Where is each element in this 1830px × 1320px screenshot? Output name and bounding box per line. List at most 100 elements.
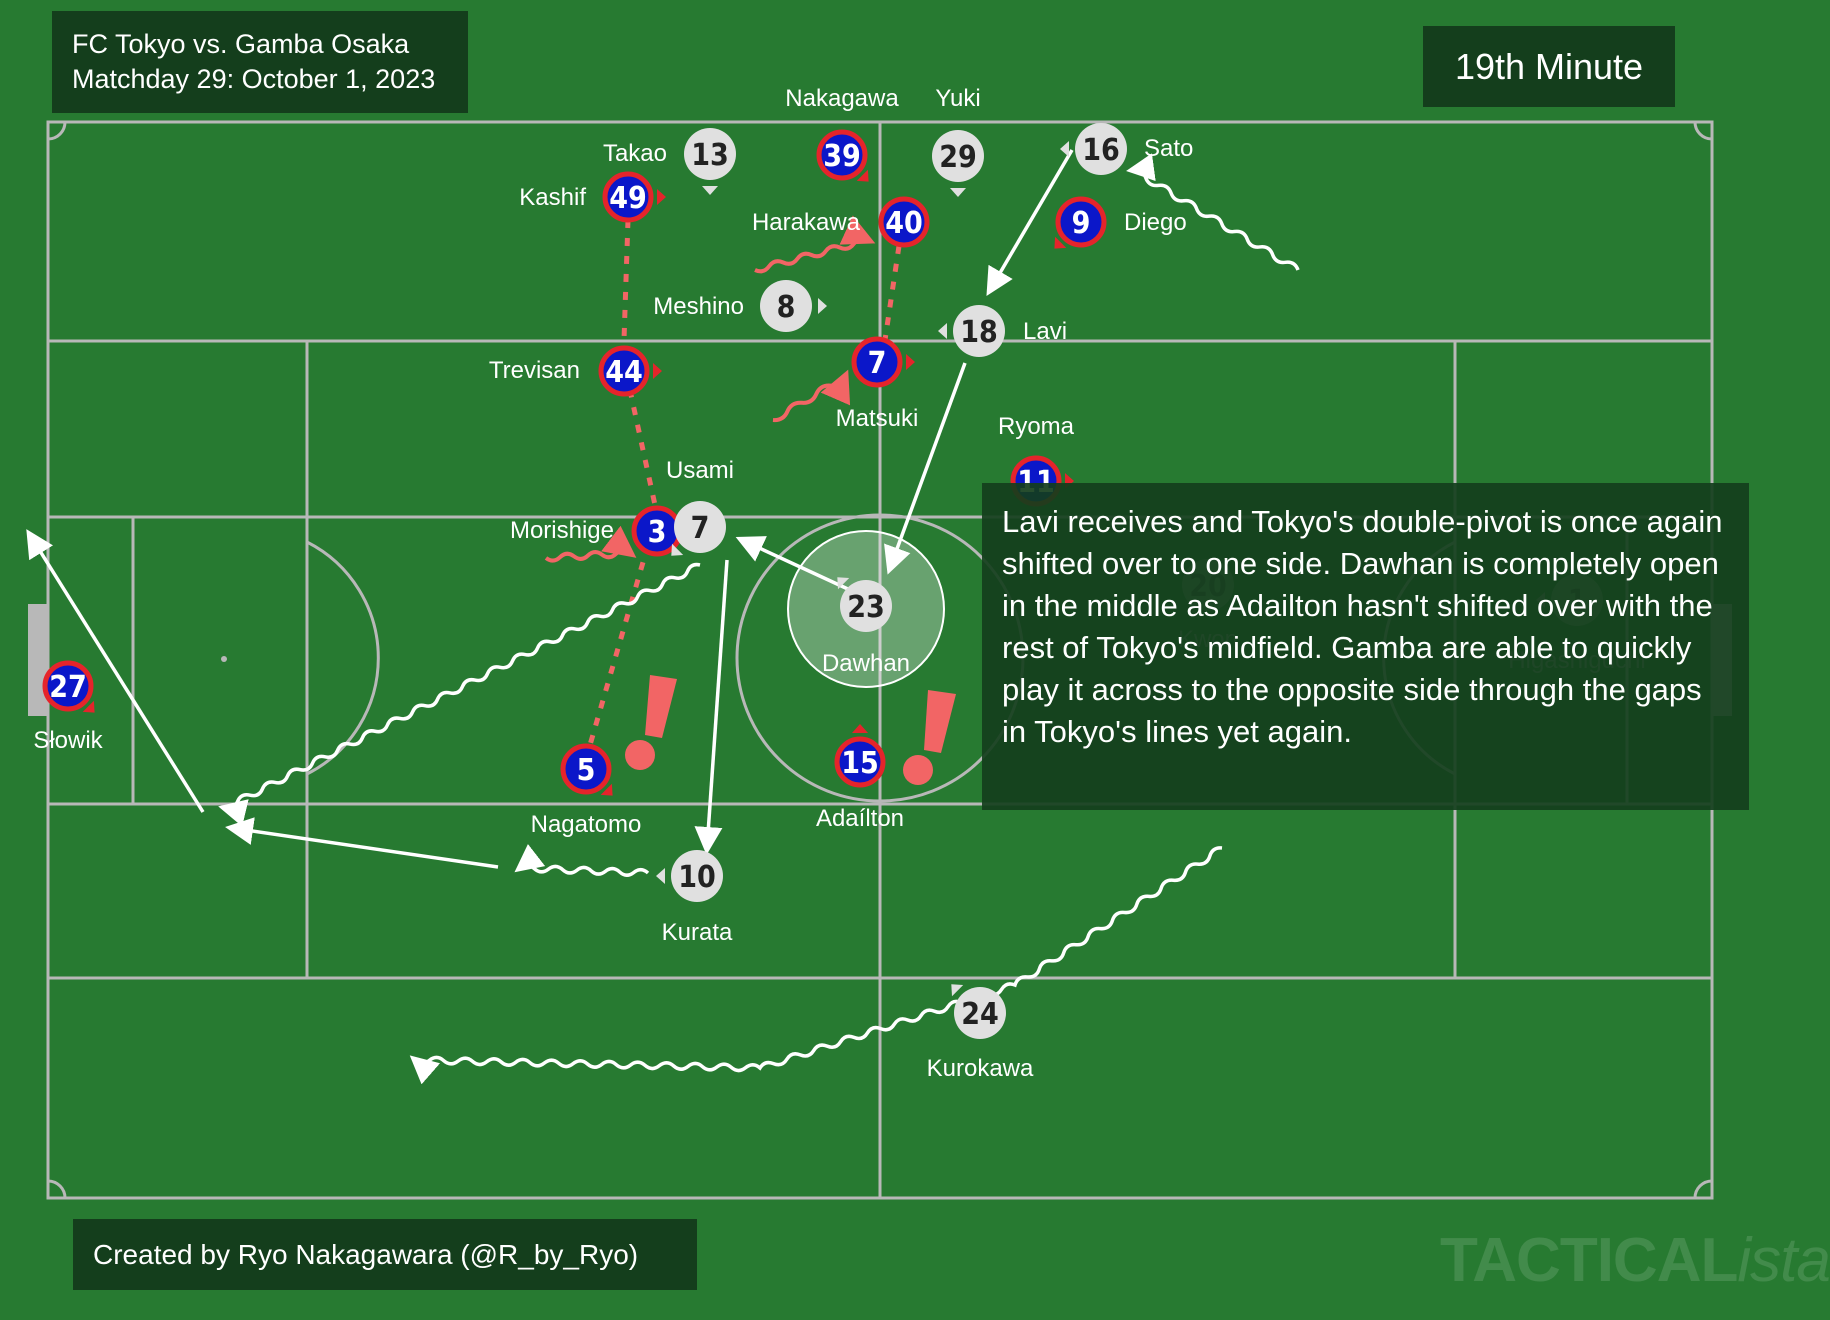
gamba-player: 8 Meshino <box>653 280 827 332</box>
tokyo-player: 49 Kashif <box>519 171 666 223</box>
match-date: Matchday 29: October 1, 2023 <box>72 64 436 94</box>
gamba-player: 13 Takao <box>603 128 736 195</box>
player-number: 7 <box>691 511 710 546</box>
player-marker <box>602 171 654 223</box>
player-name: Kurokawa <box>927 1055 1034 1082</box>
facing-triangle-icon <box>950 188 966 197</box>
movement-squiggle-icon <box>754 215 876 274</box>
player-marker <box>671 850 723 902</box>
player-marker <box>1055 196 1107 248</box>
annotation-box: Lavi receives and Tokyo's double-pivot i… <box>982 483 1749 810</box>
player-name: Kashif <box>519 184 586 211</box>
player-name: Morishige <box>510 517 614 544</box>
movement-squiggle-icon <box>409 846 1223 1085</box>
player-marker <box>760 280 812 332</box>
player-number: 15 <box>841 746 879 781</box>
tokyo-player: 40 Harakawa <box>752 196 930 248</box>
player-marker <box>560 743 612 795</box>
watermark-logo: TACTICALista <box>1440 1226 1830 1295</box>
player-number: 40 <box>885 206 923 241</box>
player-number: 8 <box>777 290 796 325</box>
title-box: FC Tokyo vs. Gamba Osaka Matchday 29: Oc… <box>52 11 468 113</box>
facing-triangle-icon <box>656 868 665 884</box>
player-name: Ryoma <box>998 413 1075 440</box>
player-marker <box>598 345 650 397</box>
player-name: Lavi <box>1023 318 1067 345</box>
alert-exclamation-icon: ! <box>903 690 956 785</box>
player-marker <box>674 501 726 553</box>
movement-squiggle-icon <box>544 525 637 563</box>
player-number: 3 <box>648 515 667 550</box>
player-number: 5 <box>577 753 596 788</box>
gamba-player: 7 Usami <box>666 457 734 556</box>
match-title: FC Tokyo vs. Gamba Osaka <box>72 29 410 59</box>
player-name: Sato <box>1144 135 1193 162</box>
movement-squiggle-icon <box>514 844 650 877</box>
player-name: Yuki <box>935 85 980 112</box>
pressing-runs <box>544 215 876 563</box>
player-name: Harakawa <box>752 209 861 236</box>
player-marker <box>851 336 903 388</box>
facing-triangle-icon <box>82 700 95 713</box>
player-number: 24 <box>961 997 999 1032</box>
tokyo-player: 3 Morishige <box>510 505 695 557</box>
player-number: 18 <box>960 315 998 350</box>
facing-triangle-icon <box>653 363 662 379</box>
player-number: 23 <box>847 590 885 625</box>
player-name: Meshino <box>653 293 744 320</box>
player-name: Słowik <box>33 727 103 754</box>
player-number: 44 <box>605 355 643 390</box>
player-number: 29 <box>939 140 977 175</box>
player-number: 49 <box>609 181 647 216</box>
player-marker <box>932 130 984 182</box>
minute-badge: 19th Minute <box>1423 26 1675 107</box>
player-marker <box>878 196 930 248</box>
credit-box: Created by Ryo Nakagawara (@R_by_Ryo) <box>73 1219 697 1290</box>
facing-triangle-icon <box>906 354 915 370</box>
player-marker <box>954 987 1006 1039</box>
player-number: 39 <box>823 139 861 174</box>
facing-triangle-icon <box>856 169 869 182</box>
player-number: 13 <box>691 138 729 173</box>
player-marker <box>42 660 94 712</box>
player-name: Nakagawa <box>785 85 899 112</box>
player-name: Takao <box>603 140 667 167</box>
player-marker <box>816 129 868 181</box>
player-number: 27 <box>49 670 87 705</box>
facing-triangle-icon <box>1054 236 1067 249</box>
player-name: Adaílton <box>816 805 904 832</box>
left-goal <box>28 604 48 716</box>
facing-triangle-icon <box>951 984 964 997</box>
player-name: Kurata <box>662 919 733 946</box>
movement-runs <box>218 153 1300 1085</box>
movement-squiggle-icon <box>1126 153 1300 271</box>
player-marker <box>834 736 886 788</box>
player-number: 9 <box>1072 206 1091 241</box>
facing-triangle-icon <box>671 543 684 556</box>
player-marker <box>684 128 736 180</box>
facing-triangle-icon <box>818 298 827 314</box>
gamba-player: 18 Lavi <box>938 305 1067 357</box>
player-marker <box>840 580 892 632</box>
movement-squiggle-icon <box>218 562 701 827</box>
player-number: 10 <box>678 860 716 895</box>
player-name: Usami <box>666 457 734 484</box>
player-name: Dawhan <box>822 650 910 677</box>
gamba-player: 29 Yuki <box>932 85 984 197</box>
facing-triangle-icon <box>657 189 666 205</box>
facing-triangle-icon <box>852 724 868 733</box>
player-marker <box>1075 123 1127 175</box>
facing-triangle-icon <box>938 323 947 339</box>
facing-triangle-icon <box>600 783 613 796</box>
